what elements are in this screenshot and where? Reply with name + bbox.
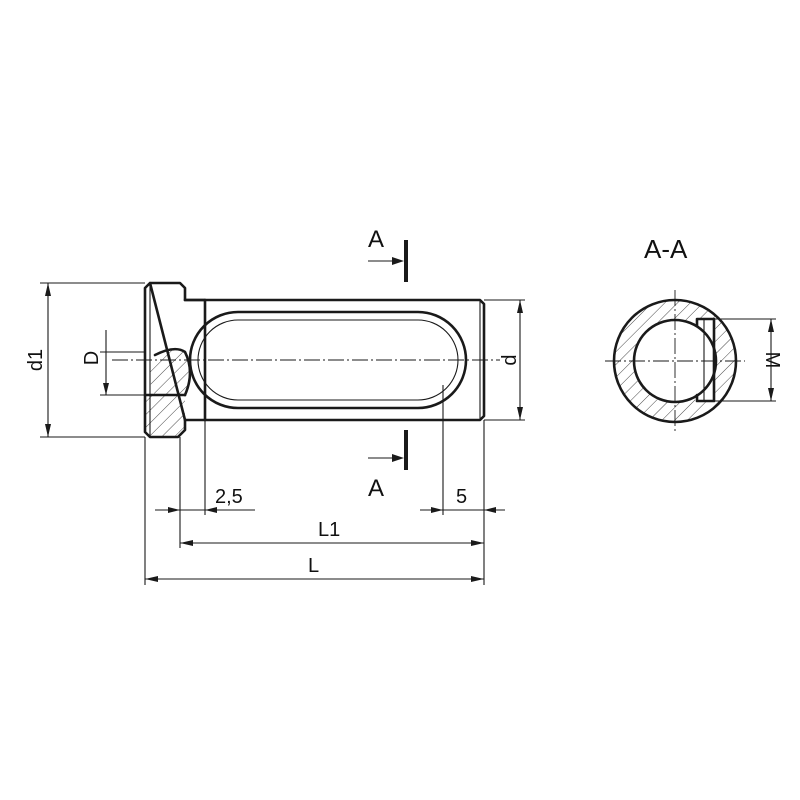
- section-title: A-A: [644, 234, 688, 264]
- section-keyway-outline: [695, 317, 716, 403]
- dimensions: d1 D d 2,5 5 L1: [25, 282, 525, 585]
- dim-M-arrow-bottom: [768, 388, 774, 401]
- section-cut-marks: A A: [368, 226, 408, 502]
- dim-chamfer-arrow-left: [168, 507, 180, 513]
- dim-d-arrow-top: [517, 300, 523, 313]
- front-view: [112, 281, 500, 439]
- section-cut-top-arrowhead: [392, 257, 404, 265]
- dim-slot-offset-arrow-left: [431, 507, 443, 513]
- section-mark-top: A: [368, 226, 384, 253]
- dim-d-label: d: [499, 354, 521, 365]
- slot-outline-outer: [188, 310, 468, 410]
- dim-D-label: D: [81, 351, 103, 365]
- dim-D-arrow-bottom: [103, 383, 109, 395]
- dim-d-arrow-bottom: [517, 407, 523, 420]
- section-view: A-A M: [605, 234, 783, 432]
- dim-L-arrow-right: [471, 576, 484, 582]
- dim-d1-label: d1: [25, 349, 47, 371]
- flange-section-hatch-bottom: [145, 395, 185, 437]
- dim-L-arrow-left: [145, 576, 158, 582]
- dim-L1-label: L1: [318, 519, 340, 541]
- dim-chamfer-arrow-right: [205, 507, 217, 513]
- dim-L1-arrow-left: [180, 540, 193, 546]
- dim-chamfer-label: 2,5: [215, 486, 243, 508]
- flange-bore-hatch: [150, 349, 190, 395]
- dim-slot-offset-label: 5: [456, 486, 467, 508]
- dim-L1-arrow-right: [471, 540, 484, 546]
- dim-d1-arrow-top: [45, 283, 51, 296]
- section-mark-bottom: A: [368, 475, 384, 502]
- dim-M-arrow-top: [768, 319, 774, 332]
- dim-slot-offset-arrow-right: [484, 507, 496, 513]
- slot-outline-inner: [197, 319, 459, 401]
- flange-bore-curve: [153, 347, 192, 397]
- dim-M-label: M: [761, 352, 783, 369]
- dim-L-label: L: [308, 555, 319, 577]
- dim-d1-arrow-bottom: [45, 424, 51, 437]
- section-cut-bottom-arrowhead: [392, 454, 404, 462]
